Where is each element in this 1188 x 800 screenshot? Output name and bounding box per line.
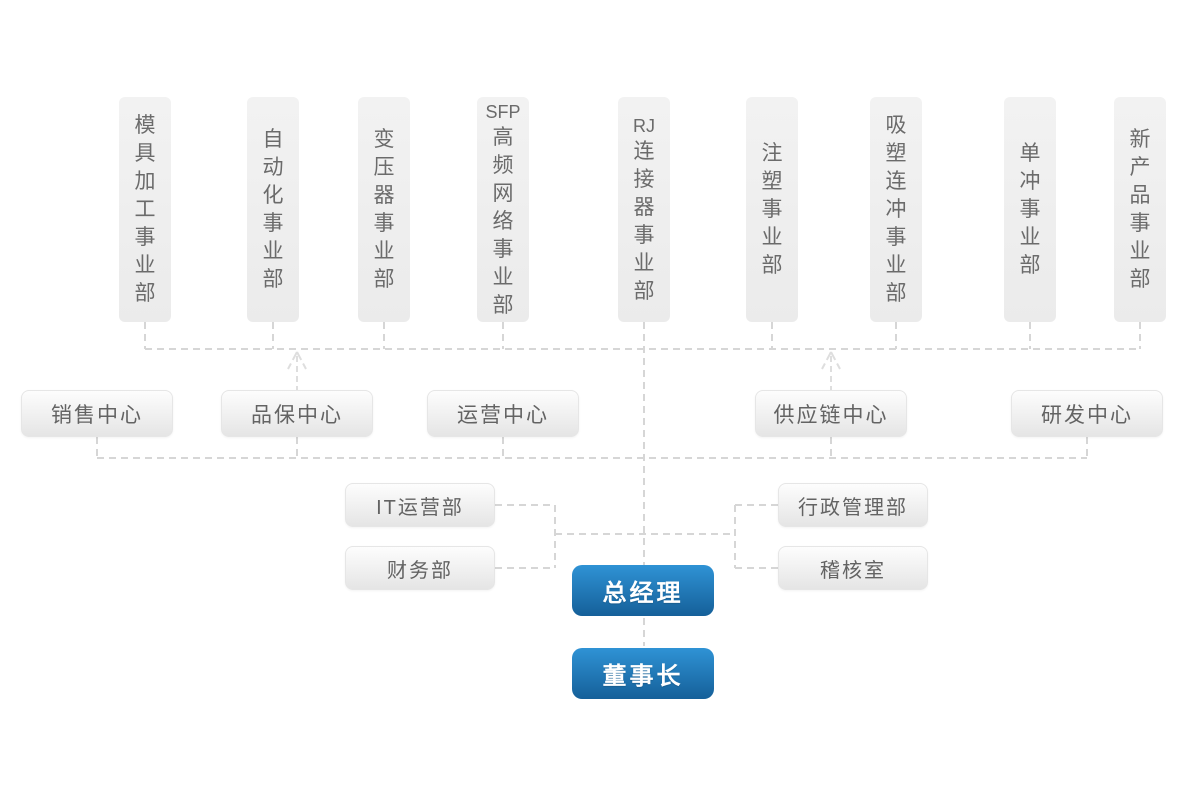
unit-transformer: 变压器事业部 [358, 97, 410, 322]
unit-new-product: 新产品事业部 [1114, 97, 1166, 322]
unit-prefix: SFP [485, 101, 521, 122]
center-sales: 销售中心 [21, 390, 173, 437]
unit-label: 吸塑连冲事业部 [885, 113, 907, 305]
connector-center-stubs [96, 437, 1088, 458]
center-research: 研发中心 [1011, 390, 1163, 437]
center-supply-chain: 供应链中心 [755, 390, 907, 437]
connector-left-staff [495, 504, 735, 569]
unit-label: 单冲事业部 [1019, 141, 1041, 277]
unit-label: 新产品事业部 [1129, 127, 1151, 291]
unit-label: 高频网络事业部 [492, 125, 514, 317]
exec-chairman: 董事长 [572, 648, 714, 699]
unit-label: 自动化事业部 [262, 127, 284, 291]
dept-finance: 财务部 [345, 546, 495, 590]
unit-label: 连接器事业部 [633, 139, 655, 303]
center-operations: 运营中心 [427, 390, 579, 437]
unit-mold-processing: 模具加工事业部 [119, 97, 171, 322]
dept-audit-office: 稽核室 [778, 546, 928, 590]
exec-general-manager: 总经理 [572, 565, 714, 616]
unit-rj-connector: RJ 连接器事业部 [618, 97, 670, 322]
arrow-supply-head [821, 351, 841, 370]
arrow-quality-head [287, 351, 307, 370]
unit-prefix: RJ [633, 115, 655, 136]
unit-label: 变压器事业部 [373, 127, 395, 291]
unit-injection-molding: 注塑事业部 [746, 97, 798, 322]
unit-sfp-network: SFP 高频网络事业部 [477, 97, 529, 322]
unit-single-punch: 单冲事业部 [1004, 97, 1056, 322]
unit-blister-punching: 吸塑连冲事业部 [870, 97, 922, 322]
unit-automation: 自动化事业部 [247, 97, 299, 322]
dept-administration: 行政管理部 [778, 483, 928, 527]
unit-label: 模具加工事业部 [134, 113, 156, 305]
connector-unit-stubs [144, 322, 1141, 349]
connector-right-staff [734, 504, 778, 569]
unit-label: 注塑事业部 [761, 141, 783, 277]
center-quality-assurance: 品保中心 [221, 390, 373, 437]
dept-it-operations: IT运营部 [345, 483, 495, 527]
